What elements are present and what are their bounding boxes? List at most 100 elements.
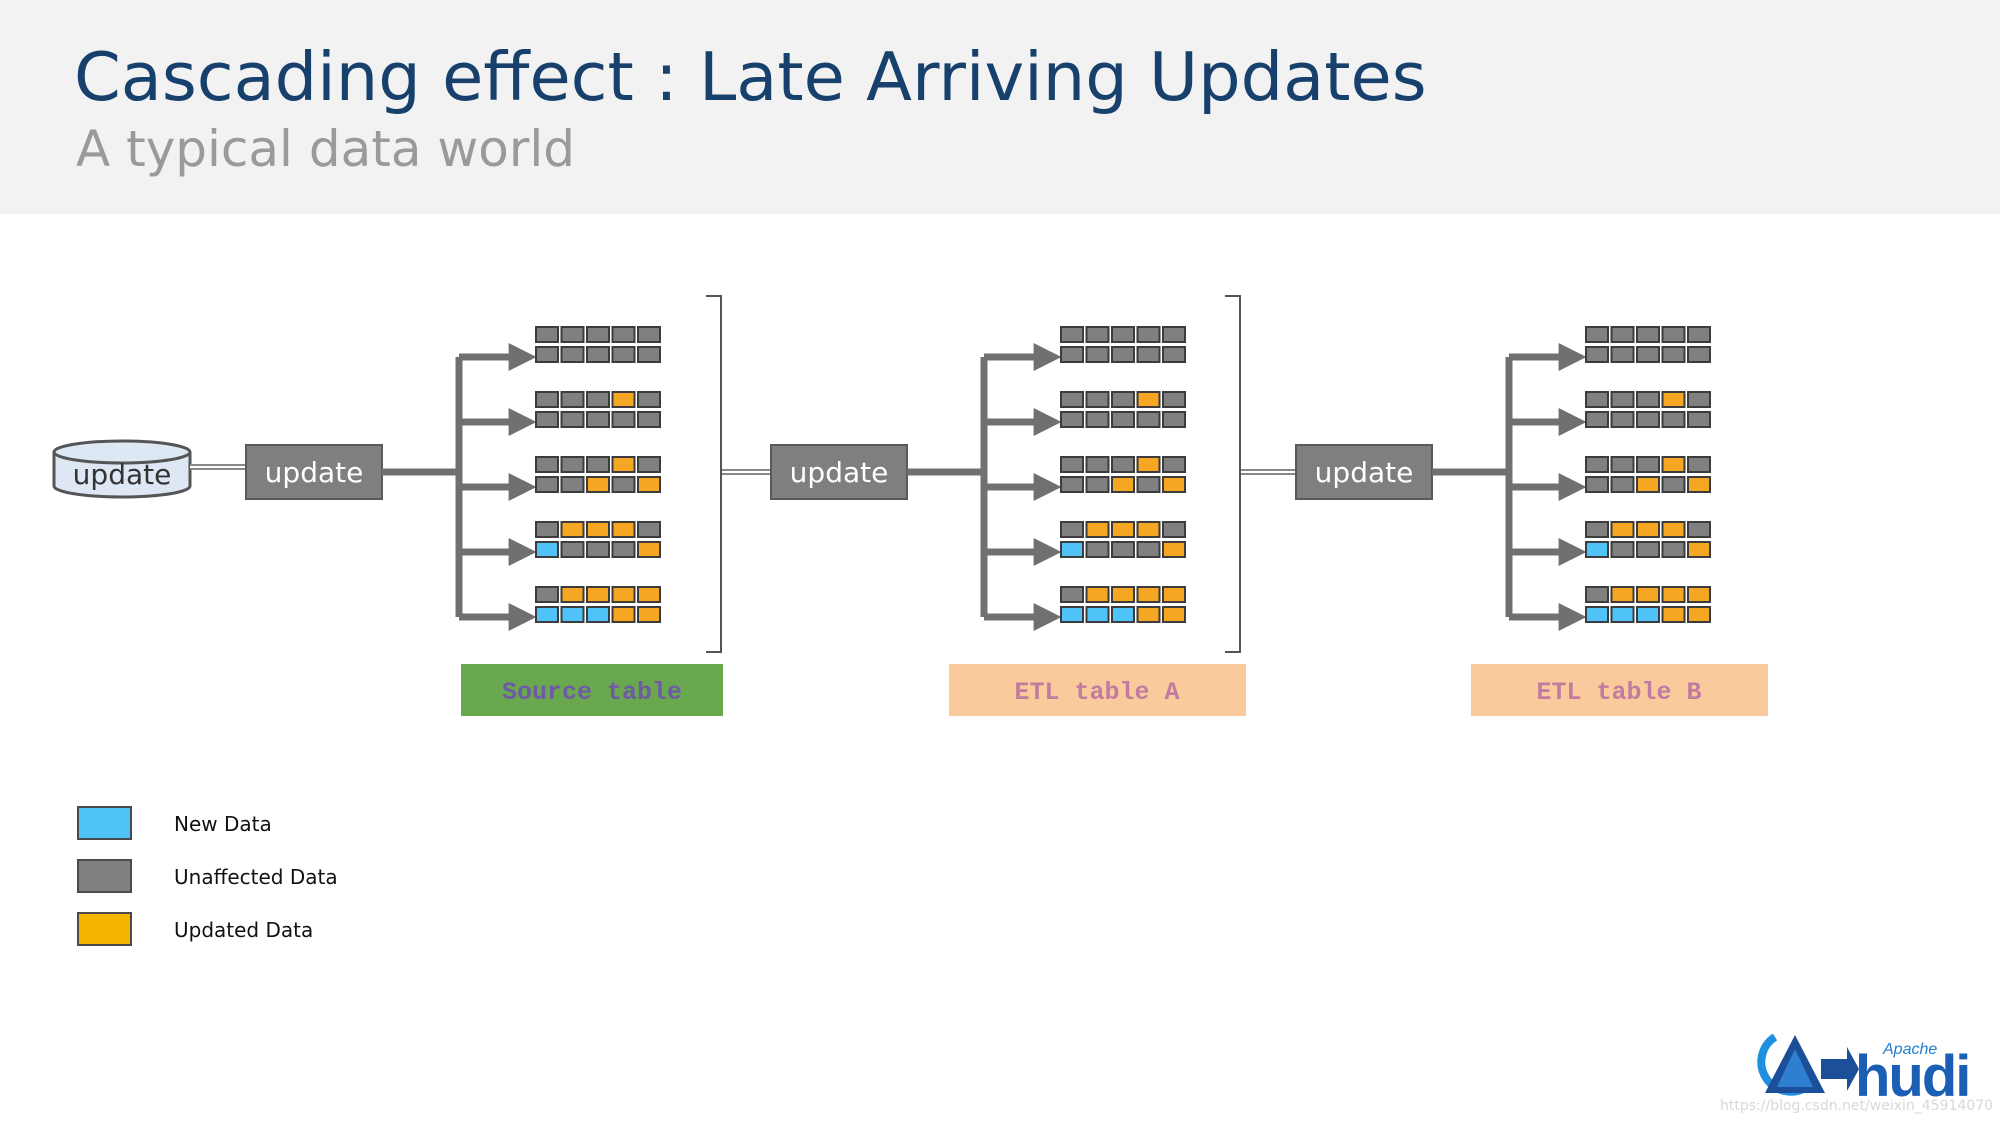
data-cell [535,391,559,408]
data-cell [560,606,585,623]
data-cell [1585,606,1609,623]
data-cell [560,541,585,558]
data-cell [1636,586,1660,603]
data-cell [1111,606,1135,623]
data-cell [1060,346,1084,363]
data-cell [1610,606,1635,623]
data-cell [560,346,585,363]
data-cell [535,326,559,343]
data-cell [535,586,559,603]
data-cell [535,456,559,473]
data-cell [637,541,661,558]
data-cell [560,411,585,428]
data-cell [586,606,610,623]
data-cell [1136,456,1161,473]
data-cell [1162,346,1186,363]
data-cell [1060,456,1084,473]
update-step-1: update [245,444,383,500]
data-cell [1111,476,1135,493]
data-cell [1636,326,1660,343]
data-cell [1060,391,1084,408]
data-cell [1661,411,1686,428]
data-cell [611,541,636,558]
data-cell [1136,586,1161,603]
data-cell [1060,326,1084,343]
data-cell [1661,521,1686,538]
data-cell [1136,411,1161,428]
data-cell [1585,476,1609,493]
data-cell [1162,456,1186,473]
data-cell [1085,326,1110,343]
data-cell [1636,476,1660,493]
data-cell [611,476,636,493]
data-cell [1585,391,1609,408]
data-cell [1610,541,1635,558]
data-cell [586,586,610,603]
data-cell [586,346,610,363]
data-cell [1636,606,1660,623]
data-cell [637,521,661,538]
etl-table-b-grid [1585,326,1711,623]
data-cell [535,606,559,623]
data-cell [637,586,661,603]
data-cell [1085,586,1110,603]
data-cell [586,476,610,493]
data-cell [1610,476,1635,493]
data-cell [1636,521,1660,538]
data-cell [1687,411,1711,428]
data-cell [611,521,636,538]
data-cell [1085,391,1110,408]
data-cell [1085,346,1110,363]
data-cell [1636,346,1660,363]
data-cell [1136,326,1161,343]
data-cell [1661,586,1686,603]
update-label: update [265,456,364,489]
data-cell [1585,456,1609,473]
logo-hudi-text: hudi [1855,1044,1971,1109]
data-cell [1687,606,1711,623]
data-cell [1687,346,1711,363]
data-cell [1085,606,1110,623]
data-cell [1111,586,1135,603]
data-cell [1136,606,1161,623]
data-cell [586,411,610,428]
source-database: update [52,439,192,499]
legend-swatch-unaffected [77,859,132,893]
data-cell [535,346,559,363]
data-cell [1111,391,1135,408]
data-cell [611,606,636,623]
data-cell [1585,346,1609,363]
data-cell [1060,521,1084,538]
data-cell [1111,541,1135,558]
update-label: update [790,456,889,489]
data-cell [611,456,636,473]
data-cell [1636,411,1660,428]
data-cell [1661,391,1686,408]
data-cell [535,541,559,558]
data-cell [1111,411,1135,428]
data-cell [637,346,661,363]
data-cell [1661,456,1686,473]
data-cell [1111,326,1135,343]
legend-swatch-new [77,806,132,840]
data-cell [1136,391,1161,408]
data-cell [637,606,661,623]
update-step-2: update [770,444,908,500]
data-cell [1060,411,1084,428]
data-cell [1162,391,1186,408]
data-cell [1687,541,1711,558]
data-cell [1610,346,1635,363]
data-cell [586,326,610,343]
data-cell [1661,346,1686,363]
update-label: update [1315,456,1414,489]
fanout-arrows-2 [907,343,1062,631]
data-cell [560,586,585,603]
data-cell [1162,411,1186,428]
data-cell [1085,456,1110,473]
data-cell [611,411,636,428]
data-cell [637,456,661,473]
data-cell [560,326,585,343]
data-cell [1610,521,1635,538]
data-cell [637,476,661,493]
